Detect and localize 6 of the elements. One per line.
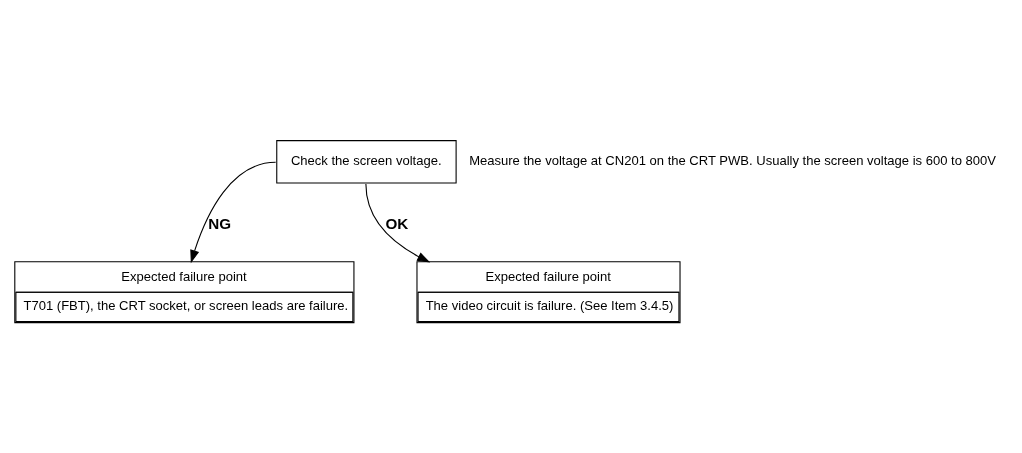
- arrow: [365, 183, 431, 262]
- edge-label: OK: [385, 214, 409, 232]
- node-label: Measure the voltage at CN201 on the CRT PWB. Usually the screen voltage is 600 to 800V: [469, 152, 997, 168]
- node-box: Check the screen voltage.: [276, 139, 457, 184]
- arrow: [190, 161, 277, 263]
- edge-label: NG: [208, 214, 232, 232]
